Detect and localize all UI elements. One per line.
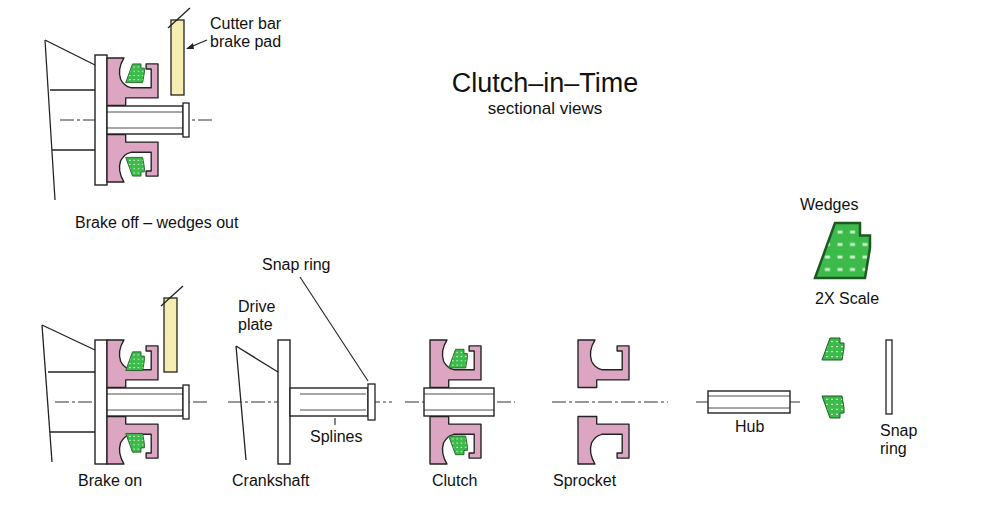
crank-web (42, 325, 95, 462)
part-label: Snap ring (262, 256, 331, 274)
brake-pad (164, 298, 177, 372)
part-label: Sprocket (553, 472, 616, 490)
crankshaft (236, 277, 375, 464)
part-label: Cutter bar brake pad (210, 15, 305, 51)
shaft (107, 388, 183, 416)
part-label: Drive plate (238, 298, 284, 334)
diagram-title: Clutch–in–Time (452, 68, 639, 98)
view-caption: Brake on (78, 472, 142, 490)
brake-on-assembly (42, 286, 189, 464)
wedges (815, 223, 870, 418)
center-lines (55, 120, 800, 402)
view-caption: Brake off – wedges out (75, 214, 238, 232)
sprocket (578, 340, 629, 464)
crank-web (45, 40, 95, 200)
part-label: Crankshaft (232, 472, 309, 490)
leader-line (334, 418, 335, 425)
snap-ring (183, 103, 189, 137)
hub (708, 391, 790, 413)
snap-ring (183, 385, 189, 419)
part-label: Wedges (800, 196, 858, 214)
scale-note: 2X Scale (815, 290, 879, 308)
shaft (290, 388, 368, 416)
splines (300, 394, 366, 395)
shaft (107, 106, 183, 134)
part-label: Splines (310, 428, 362, 446)
part-label: Hub (735, 418, 764, 436)
drive-plate (95, 55, 107, 185)
leader-line (300, 277, 368, 381)
part-label: Clutch (432, 472, 477, 490)
part-label: Snap ring (880, 422, 930, 458)
drive-plate (95, 340, 107, 464)
snap-ring (886, 340, 892, 414)
drive-plate (278, 340, 290, 464)
clutch (424, 340, 494, 464)
brake-pad (171, 20, 184, 95)
subtitle: sectional views (488, 100, 602, 118)
brake-off-assembly (45, 8, 207, 200)
snap-ring (368, 384, 375, 420)
hub (424, 388, 494, 416)
